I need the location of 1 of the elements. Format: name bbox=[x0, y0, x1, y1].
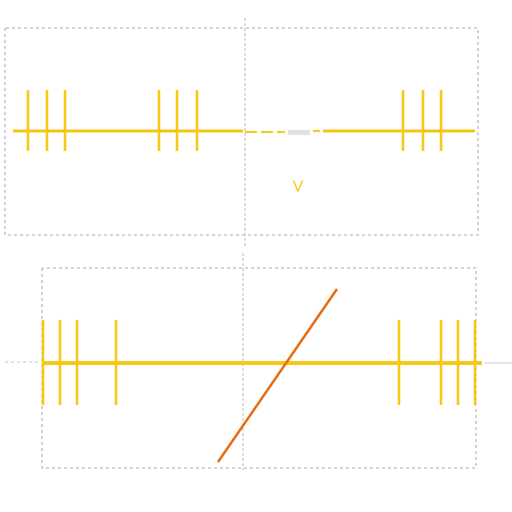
voltage-label: V bbox=[292, 180, 304, 192]
